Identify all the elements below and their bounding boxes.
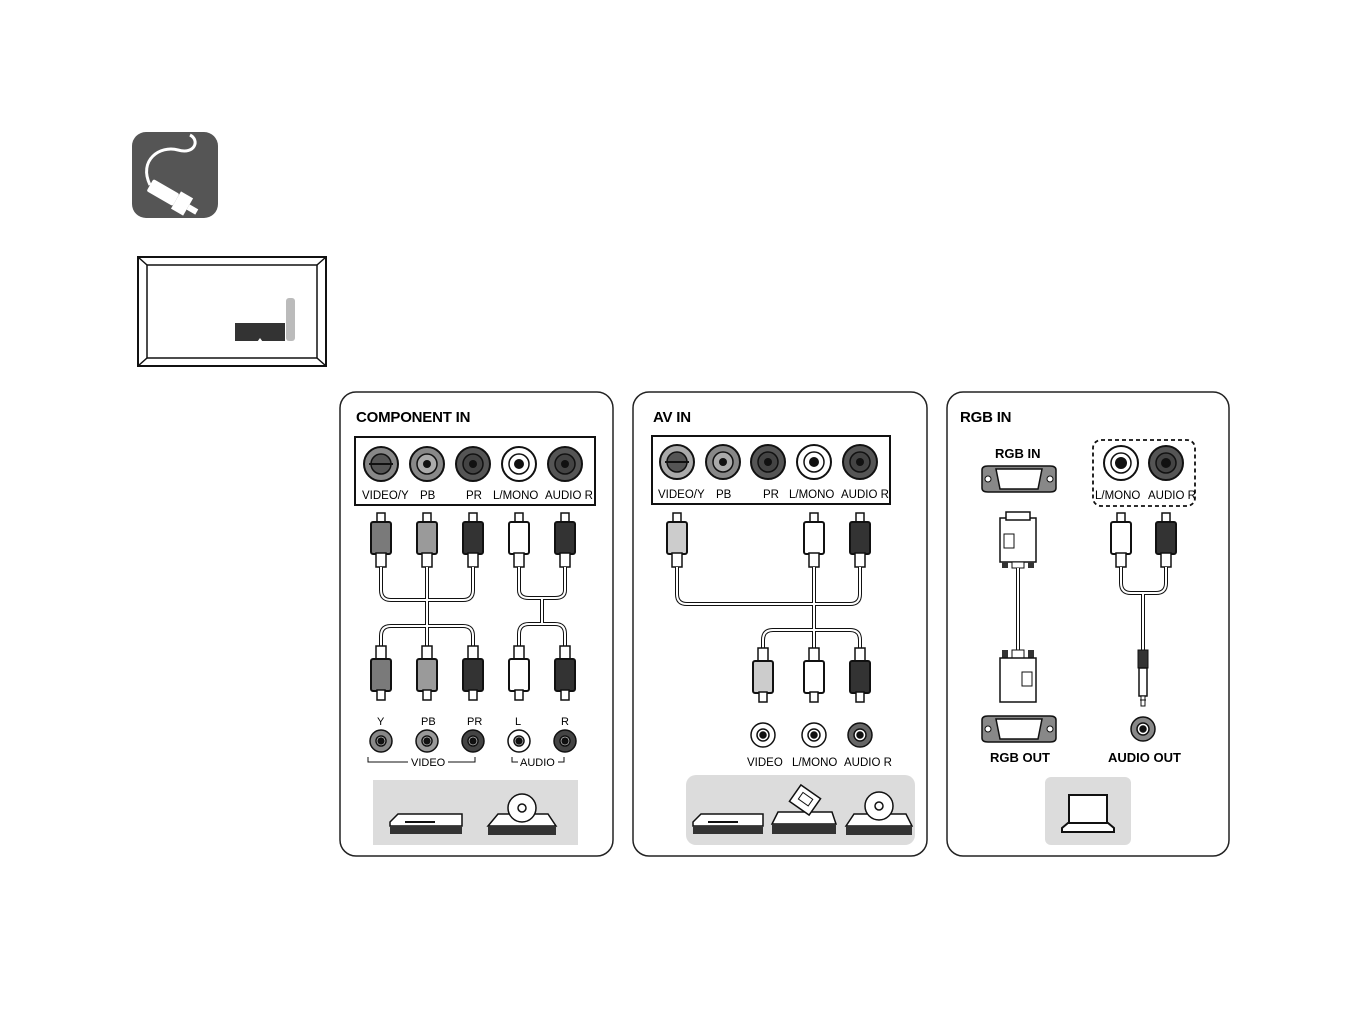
bottom-port-label: L xyxy=(515,716,521,728)
jack-pr xyxy=(456,447,490,481)
dvd-player-icon xyxy=(390,814,462,834)
rgb-out-label: RGB OUT xyxy=(990,750,1050,765)
bottom-port-label: PR xyxy=(467,716,482,728)
port-label: L/MONO xyxy=(1095,490,1140,502)
audio-out-label: AUDIO OUT xyxy=(1108,750,1181,765)
jack-pr xyxy=(751,445,785,479)
port-label: VIDEO/Y xyxy=(658,489,705,501)
rgb-in-panel: RGB IN RGB IN xyxy=(947,392,1229,856)
port-label: PR xyxy=(763,489,779,501)
port-label: VIDEO/Y xyxy=(362,490,409,502)
jack-video-y xyxy=(364,447,398,481)
jack-audio-r xyxy=(843,445,877,479)
rgb-in-port xyxy=(982,466,1056,492)
port-label: AUDIO R xyxy=(841,489,889,501)
group-label-audio: AUDIO xyxy=(520,757,555,769)
panel-title: AV IN xyxy=(653,409,691,426)
bottom-port-label: VIDEO xyxy=(747,757,783,769)
panel-title: RGB IN xyxy=(960,409,1011,426)
cable-plug-icon xyxy=(132,132,218,221)
port-label: PB xyxy=(716,489,732,501)
av-in-panel: AV IN VIDEO/Y PB PR L/MONO AUDIO R xyxy=(633,392,927,856)
vga-connector-bottom xyxy=(1000,650,1036,702)
port-label: PB xyxy=(420,490,436,502)
bottom-port-label: PB xyxy=(421,716,436,728)
jack-l-mono xyxy=(797,445,831,479)
port-label: L/MONO xyxy=(789,489,834,501)
port-label: L/MONO xyxy=(493,490,538,502)
component-in-panel: COMPONENT IN VIDEO/Y PB PR L/MONO AUDIO … xyxy=(340,392,613,856)
vga-connector-top xyxy=(1000,512,1036,568)
audio-out-port xyxy=(1131,717,1155,741)
jack-audio-r xyxy=(548,447,582,481)
laptop-icon xyxy=(1062,795,1114,832)
jack-pb xyxy=(410,447,444,481)
jack-l-mono xyxy=(502,447,536,481)
dvd-player-icon xyxy=(693,814,763,834)
group-label-video: VIDEO xyxy=(411,757,446,769)
tv-back-panel-icon xyxy=(138,257,326,366)
panel-title: COMPONENT IN xyxy=(356,409,470,426)
port-label: AUDIO R xyxy=(545,490,593,502)
rgb-in-label: RGB IN xyxy=(995,446,1041,461)
rgb-out-port xyxy=(982,716,1056,742)
jack-video-y xyxy=(660,445,694,479)
jack-pb xyxy=(706,445,740,479)
port-label: PR xyxy=(466,490,482,502)
bottom-port-label: R xyxy=(561,716,569,728)
bottom-port-label: Y xyxy=(377,716,385,728)
bottom-port-label: AUDIO R xyxy=(844,757,892,769)
bottom-port-label: L/MONO xyxy=(792,757,837,769)
port-label: AUDIO R xyxy=(1148,490,1196,502)
